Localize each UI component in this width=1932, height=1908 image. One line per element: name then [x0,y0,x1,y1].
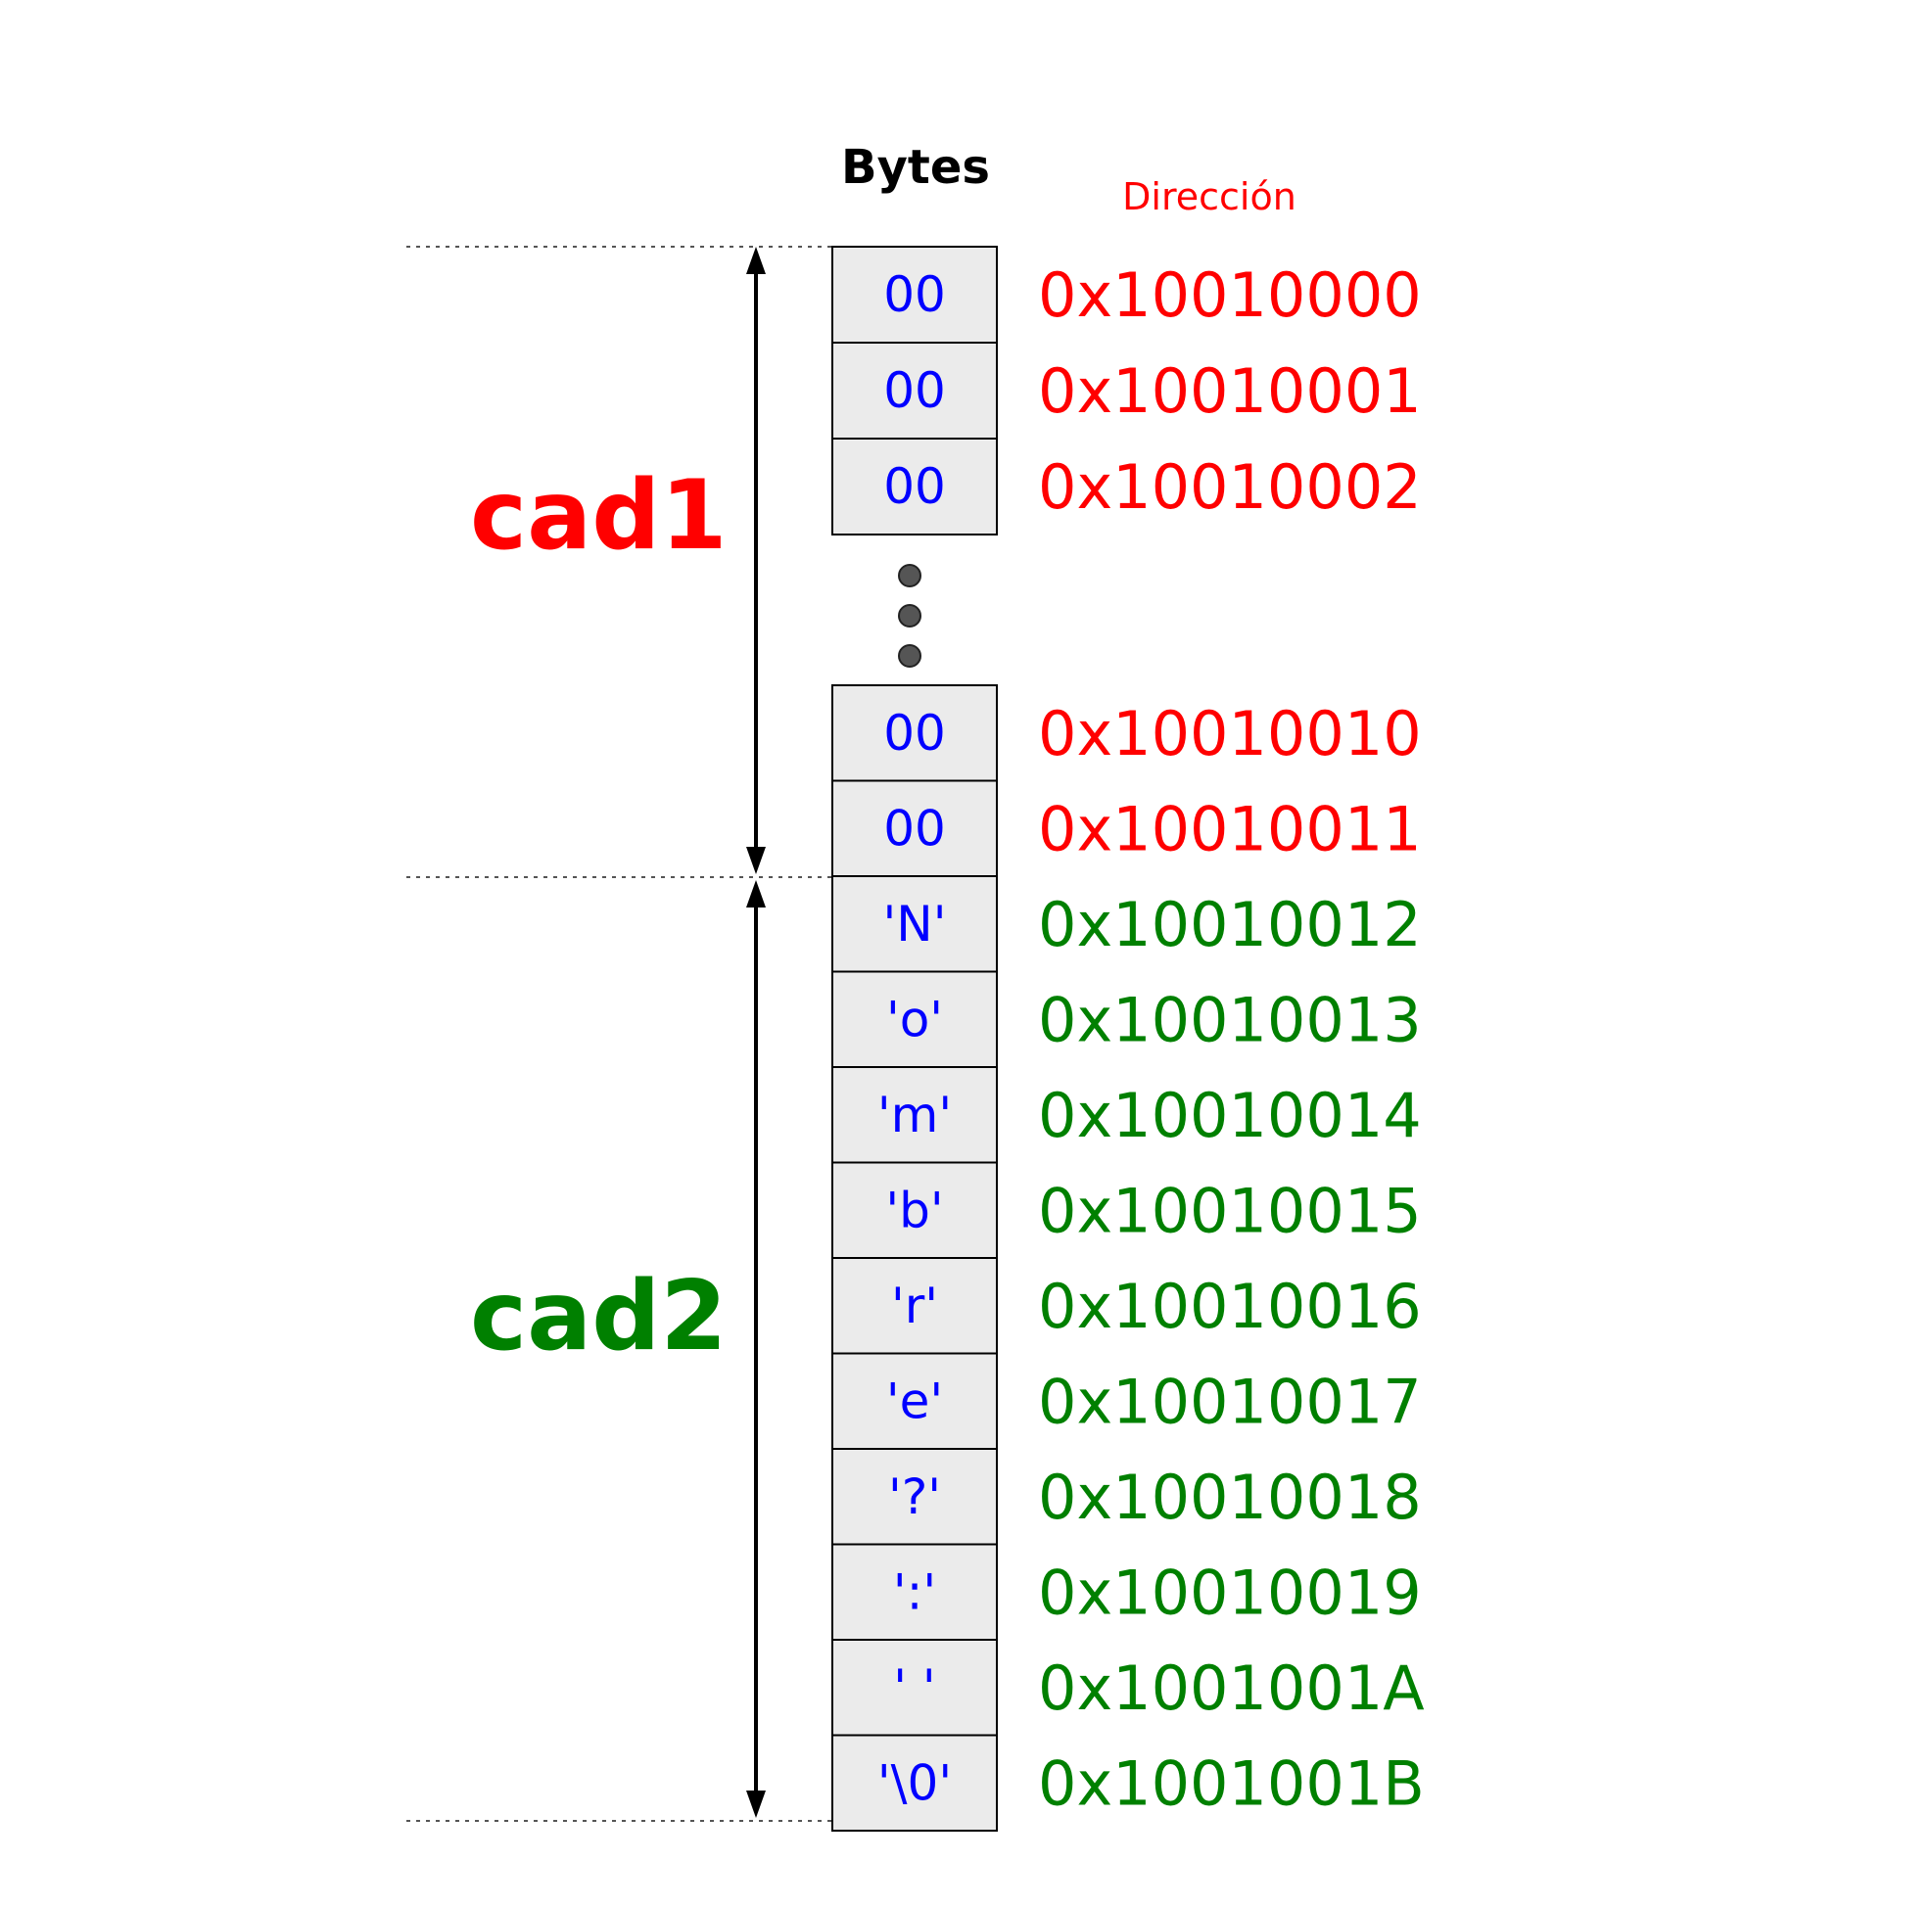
memory-address: 0x10010002 [1038,451,1422,523]
memory-cell-row: 'o' 0x10010013 [831,970,1422,1068]
byte-value: 'm' [877,1087,952,1143]
memory-cell [831,970,998,1068]
memory-address: 0x10010010 [1038,698,1422,769]
byte-value: 00 [883,266,946,323]
memory-address: 0x1001001B [1038,1747,1425,1819]
memory-block-bottom: 00 0x10010010 00 0x10010011 'N' 0x10010012 'o'… [831,684,1425,1832]
byte-value: 00 [883,362,946,419]
memory-address: 0x10010001 [1038,355,1422,427]
byte-value: 'N' [883,896,947,953]
memory-address: 0x10010016 [1038,1271,1422,1342]
memory-address: 0x10010000 [1038,259,1422,331]
memory-address: 0x10010013 [1038,984,1422,1055]
cad1-label: cad1 [470,460,728,572]
memory-cell-row: 00 0x10010011 [831,779,1422,877]
memory-cell-row: '\0' 0x1001001B [831,1734,1425,1832]
memory-cell-row: 'b' 0x10010015 [831,1161,1422,1259]
memory-cell [831,1448,998,1546]
cad1-span-arrow [746,247,766,874]
memory-address: 0x10010011 [1038,793,1422,864]
memory-cell-row: 00 0x10010000 [831,246,1422,344]
memory-cell-row: ':' 0x10010019 [831,1543,1422,1641]
memory-cell-row: 00 0x10010001 [831,342,1422,440]
memory-cell [831,1352,998,1450]
memory-cell-row: 'N' 0x10010012 [831,875,1422,973]
byte-value: ' ' [893,1659,935,1716]
memory-cell [831,1734,998,1832]
byte-value: 00 [883,705,946,762]
memory-cell [831,246,998,344]
memory-cell-row: '?' 0x10010018 [831,1448,1422,1546]
memory-cell-row: 'e' 0x10010017 [831,1352,1422,1450]
memory-cell-row: 'm' 0x10010014 [831,1066,1422,1164]
memory-cell-row: 'r' 0x10010016 [831,1257,1422,1355]
memory-cell-row: 00 0x10010010 [831,684,1422,782]
memory-address: 0x10010015 [1038,1175,1422,1246]
memory-address: 0x1001001A [1038,1652,1425,1724]
memory-address: 0x10010017 [1038,1366,1422,1437]
memory-cell [831,1257,998,1355]
byte-value: 00 [883,800,946,857]
cad2-span-arrow [746,880,766,1818]
bytes-header: Bytes [841,140,990,195]
memory-cell-row: ' ' 0x1001001A [831,1639,1425,1737]
memory-address: 0x10010019 [1038,1557,1422,1628]
memory-address: 0x10010014 [1038,1080,1422,1151]
memory-cell-row: 00 0x10010002 [831,438,1422,535]
memory-cell [831,1066,998,1164]
vertical-ellipsis-icon [898,564,921,668]
memory-cell [831,1161,998,1259]
memory-address: 0x10010018 [1038,1462,1422,1533]
byte-value: 'r' [891,1278,938,1334]
byte-value: '\0' [877,1754,952,1811]
memory-cell [831,779,998,877]
address-header: Dirección [1122,175,1296,218]
memory-block-top: 00 0x10010000 00 0x10010001 00 0x10010002 [831,246,1422,535]
byte-value: 'b' [885,1182,943,1238]
memory-cell [831,438,998,535]
byte-value: ':' [893,1563,936,1620]
byte-value: 'e' [886,1373,943,1429]
memory-cell [831,684,998,782]
byte-value: 'o' [886,991,943,1047]
memory-cell [831,875,998,973]
byte-value: 00 [883,458,946,515]
cad2-label: cad2 [470,1261,728,1373]
memory-address: 0x10010012 [1038,889,1422,960]
memory-cell [831,1639,998,1737]
byte-value: '?' [888,1468,941,1525]
